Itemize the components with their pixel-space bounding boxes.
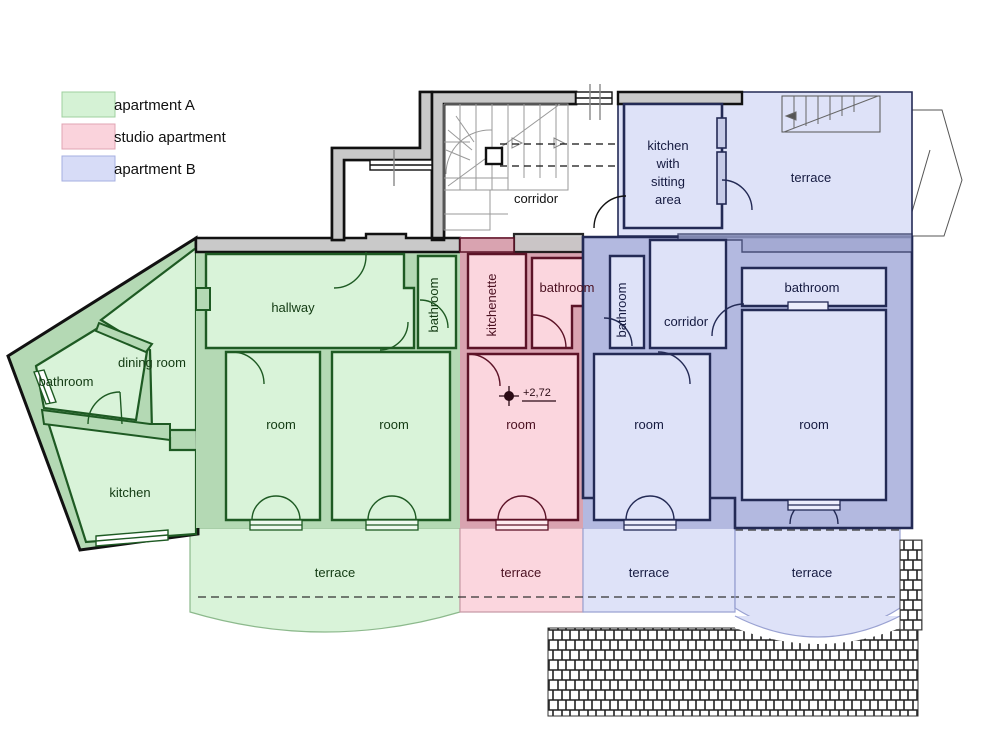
room-labels: bathroom dining room kitchen hallway bat… xyxy=(39,138,840,580)
stair-direction-arrows xyxy=(511,137,566,149)
corridor-b-fill xyxy=(648,238,728,350)
label-bathroom-studio: bathroom xyxy=(540,280,595,295)
hallway-notch xyxy=(195,287,211,311)
windows-kitchen-b xyxy=(716,117,727,205)
elevation-marker: +2,72 xyxy=(499,386,556,406)
window-room-b2-bottom xyxy=(787,499,841,511)
balcony-door-room-b1 xyxy=(625,495,675,521)
label-terrace-studio: terrace xyxy=(501,565,541,580)
window-room-a2-bottom xyxy=(365,519,419,531)
label-room-studio: room xyxy=(506,417,536,432)
wall-dining-bathroom-a xyxy=(94,321,154,354)
balcony-door-studio xyxy=(497,495,547,521)
door-dining-kitchen-a xyxy=(87,391,123,425)
door-corridor-kitchen xyxy=(593,195,627,229)
legend-label-apartment-a: apartment A xyxy=(114,97,195,114)
legend: apartment A studio apartment apartment B xyxy=(61,91,227,182)
label-bathroom-b2: bathroom xyxy=(785,280,840,295)
window-room-a1-bottom xyxy=(249,519,303,531)
label-corridor-stairwell: corridor xyxy=(514,191,559,206)
terrace-apartment-a xyxy=(189,527,461,633)
wall-bathroom-kitchen-a xyxy=(40,408,171,442)
room-a2-fill xyxy=(330,350,452,522)
window-bathroom-b2 xyxy=(787,301,829,311)
kitchen-line-2: with xyxy=(655,156,679,171)
room-b2-fill xyxy=(740,308,888,502)
kitchenette-fill xyxy=(466,252,528,350)
kitchen-line-1: kitchen xyxy=(647,138,688,153)
label-bathroom-a2: bathroom xyxy=(426,278,441,333)
kitchen-sitting-fill xyxy=(622,102,724,230)
label-kitchen-with-sitting-area: kitchen with sitting area xyxy=(647,138,688,207)
balcony-door-room-a1 xyxy=(251,495,301,521)
apartment-a-zone xyxy=(6,232,462,552)
door-bathroom-a2 xyxy=(419,299,449,329)
hallway-fill xyxy=(204,252,416,350)
label-room-b1: room xyxy=(634,417,664,432)
door-room-a1 xyxy=(231,351,265,385)
apartment-b-zone xyxy=(581,90,914,531)
door-studio-bathroom xyxy=(532,314,567,349)
window-bathroom-a xyxy=(33,369,57,405)
door-corridor-bathroom-b2 xyxy=(711,303,745,337)
label-terrace-a: terrace xyxy=(315,565,355,580)
label-corridor-b: corridor xyxy=(664,314,709,329)
studio-room-fill xyxy=(466,352,580,522)
door-corridor-room-b1 xyxy=(657,351,691,385)
label-terrace-b2: terrace xyxy=(792,565,832,580)
studio-zone xyxy=(459,232,608,531)
label-terrace-upper-b: terrace xyxy=(791,170,831,185)
label-room-b2: room xyxy=(799,417,829,432)
bathroom-b1-fill xyxy=(608,254,646,350)
door-kitchen-b xyxy=(721,179,753,211)
elevation-value: +2,72 xyxy=(523,387,551,399)
label-dining-room: dining room xyxy=(118,355,186,370)
label-room-a2: room xyxy=(379,417,409,432)
stair-flight xyxy=(443,103,569,231)
paved-area xyxy=(547,615,919,717)
wall-top-strip-a xyxy=(194,232,462,254)
legend-swatch-apartment-b xyxy=(61,155,116,182)
label-terrace-b1: terrace xyxy=(629,565,669,580)
window-stairwell-top xyxy=(575,84,613,120)
window-studio-bottom xyxy=(495,519,549,531)
room-a1-fill xyxy=(224,350,322,522)
label-kitchen-a: kitchen xyxy=(109,485,150,500)
legend-swatch-apartment-a xyxy=(61,91,116,118)
stair-post xyxy=(484,146,504,166)
door-bathroom-b1 xyxy=(603,317,633,347)
label-bathroom-b1: bathroom xyxy=(614,283,629,338)
legend-swatch-studio-apartment xyxy=(61,123,116,150)
label-bathroom-a: bathroom xyxy=(39,374,94,389)
legend-label-apartment-b: apartment B xyxy=(114,161,196,178)
door-studio-room xyxy=(467,353,501,387)
studio-top-pink xyxy=(459,237,515,253)
kitchen-line-4: area xyxy=(655,192,682,207)
label-hallway: hallway xyxy=(271,300,315,315)
door-hallway-top-a xyxy=(333,252,367,289)
wall-top-b xyxy=(616,90,744,106)
stairs-upper-right xyxy=(781,95,881,133)
window-stairwell-left xyxy=(369,150,433,186)
label-kitchenette: kitchenette xyxy=(484,274,499,337)
studio-top-gray xyxy=(512,232,585,254)
stairwell-zone xyxy=(330,84,618,242)
legend-label-studio-apartment: studio apartment xyxy=(114,129,227,146)
corridor-dashed-lines xyxy=(500,143,618,167)
bathroom-a2-fill xyxy=(416,254,458,350)
label-room-a1: room xyxy=(266,417,296,432)
bathroom-b2-fill xyxy=(740,266,888,308)
paving-strip-right xyxy=(899,539,923,631)
window-room-b1-bottom xyxy=(623,519,677,531)
room-b1-fill xyxy=(592,352,712,522)
door-hallway-bathroom-a xyxy=(379,321,409,351)
balcony-door-room-a2 xyxy=(367,495,417,521)
window-kitchen-a xyxy=(95,529,169,547)
kitchen-line-3: sitting xyxy=(651,174,685,189)
terraces-group xyxy=(189,527,901,635)
